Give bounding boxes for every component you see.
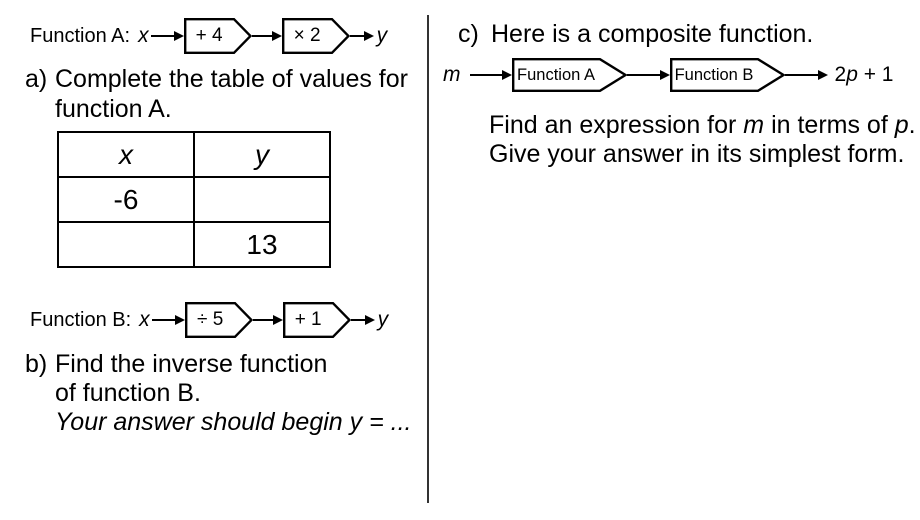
- variable-p: p: [894, 111, 909, 139]
- question-a-line-1: Complete the table of values for: [55, 65, 408, 93]
- arrow-right-icon: [150, 30, 184, 42]
- machine-box-label: Function A: [517, 65, 595, 84]
- input-variable: m: [443, 63, 461, 86]
- composite-function-machine: m Function A Function B 2p + 1: [443, 58, 894, 92]
- arrow-head: [272, 315, 283, 325]
- output-variable: p: [846, 63, 858, 86]
- question-b-hint: Your answer should begin y = ...: [55, 408, 412, 436]
- task-line-1-text: .: [908, 111, 916, 139]
- machine-box-add-4: + 4: [183, 18, 252, 54]
- task-line-2: Give your answer in its simplest form.: [489, 140, 905, 168]
- machine-box-outline: [282, 302, 351, 338]
- question-a-line-2: function A.: [55, 95, 172, 123]
- arrow-shaft: [626, 73, 660, 77]
- arrow-right-icon: [350, 314, 375, 326]
- arrow-right-icon: [784, 69, 828, 81]
- output-expression: 2p + 1: [835, 63, 894, 87]
- arrow-shaft: [150, 34, 174, 38]
- table-row: 13: [57, 221, 331, 268]
- question-c-task: Find an expression for m in terms of p. …: [489, 111, 919, 169]
- machine-box-label: + 4: [195, 25, 223, 46]
- arrow-shaft: [350, 318, 365, 322]
- task-line-1-text: Find an expression for: [489, 111, 744, 139]
- answer-cell-x2: [57, 221, 195, 268]
- arrow-head: [271, 31, 282, 41]
- arrow-shaft: [252, 318, 273, 322]
- input-variable: x: [139, 308, 150, 331]
- table-cell-x1: -6: [57, 176, 195, 223]
- arrow-right-icon: [251, 30, 282, 42]
- arrow-right-icon: [626, 69, 670, 81]
- input-variable: x: [138, 24, 149, 47]
- question-b-marker: b): [25, 350, 48, 378]
- question-c-heading: c) Here is a composite function.: [458, 20, 813, 49]
- output-variable: y: [377, 308, 389, 331]
- machine-box-add-1: + 1: [282, 302, 351, 338]
- question-c-marker: c): [458, 20, 479, 48]
- machine-box-label: ÷ 5: [197, 309, 224, 330]
- arrow-shaft: [151, 318, 175, 322]
- function-b-machine: Function B: x ÷ 5 + 1 y: [30, 302, 388, 338]
- machine-box-divide-5: ÷ 5: [184, 302, 253, 338]
- question-b-line-1: Find the inverse function: [55, 350, 328, 378]
- machine-box-multiply-2: × 2: [281, 18, 350, 54]
- arrow-right-icon: [469, 69, 512, 81]
- machine-box-function-a: Function A: [511, 58, 627, 92]
- arrow-head: [501, 70, 512, 80]
- function-a-label: Function A:: [30, 24, 131, 47]
- machine-box-outline: [511, 58, 627, 92]
- function-a-machine: Function A: x + 4 × 2 y: [30, 18, 387, 54]
- machine-box-label: + 1: [294, 309, 322, 330]
- arrow-head: [173, 31, 184, 41]
- variable-m: m: [743, 111, 765, 139]
- machine-box-outline: [281, 18, 350, 54]
- question-a: a) Complete the table of values for func…: [25, 64, 445, 124]
- table-cell-y2: 13: [193, 221, 331, 268]
- arrow-right-icon: [349, 30, 374, 42]
- output-coefficient: 2: [834, 63, 847, 86]
- answer-cell-y1: [193, 176, 331, 223]
- machine-box-label: Function B: [674, 65, 754, 84]
- arrow-head: [363, 31, 374, 41]
- machine-box-function-b: Function B: [669, 58, 785, 92]
- machine-box-outline: [183, 18, 252, 54]
- values-table: x y -6 13: [57, 131, 331, 268]
- task-line-1: Find an expression for m in terms of p.: [489, 111, 919, 140]
- arrow-shaft: [469, 73, 502, 77]
- arrow-head: [817, 70, 828, 80]
- table-header-row: x y: [57, 131, 331, 178]
- arrow-right-icon: [252, 314, 283, 326]
- question-b: b) Find the inverse function of function…: [25, 350, 445, 437]
- machine-box-outline: [669, 58, 785, 92]
- arrow-head: [174, 315, 185, 325]
- arrow-head: [364, 315, 375, 325]
- column-divider: [427, 15, 429, 503]
- output-suffix: + 1: [857, 63, 894, 86]
- table-header-y: y: [193, 131, 331, 178]
- arrow-head: [659, 70, 670, 80]
- question-c-heading-text: Here is a composite function.: [491, 20, 814, 48]
- arrow-right-icon: [151, 314, 185, 326]
- arrow-shaft: [349, 34, 364, 38]
- arrow-shaft: [251, 34, 272, 38]
- function-b-label: Function B:: [30, 308, 132, 331]
- machine-box-outline: [184, 302, 253, 338]
- table-row: -6: [57, 176, 331, 223]
- question-b-line-2: of function B.: [55, 379, 201, 407]
- task-line-1-text: in terms of: [764, 111, 895, 139]
- question-a-marker: a): [25, 65, 48, 93]
- machine-box-label: × 2: [293, 25, 321, 46]
- table-header-x: x: [57, 131, 195, 178]
- output-variable: y: [376, 24, 388, 47]
- arrow-shaft: [784, 73, 818, 77]
